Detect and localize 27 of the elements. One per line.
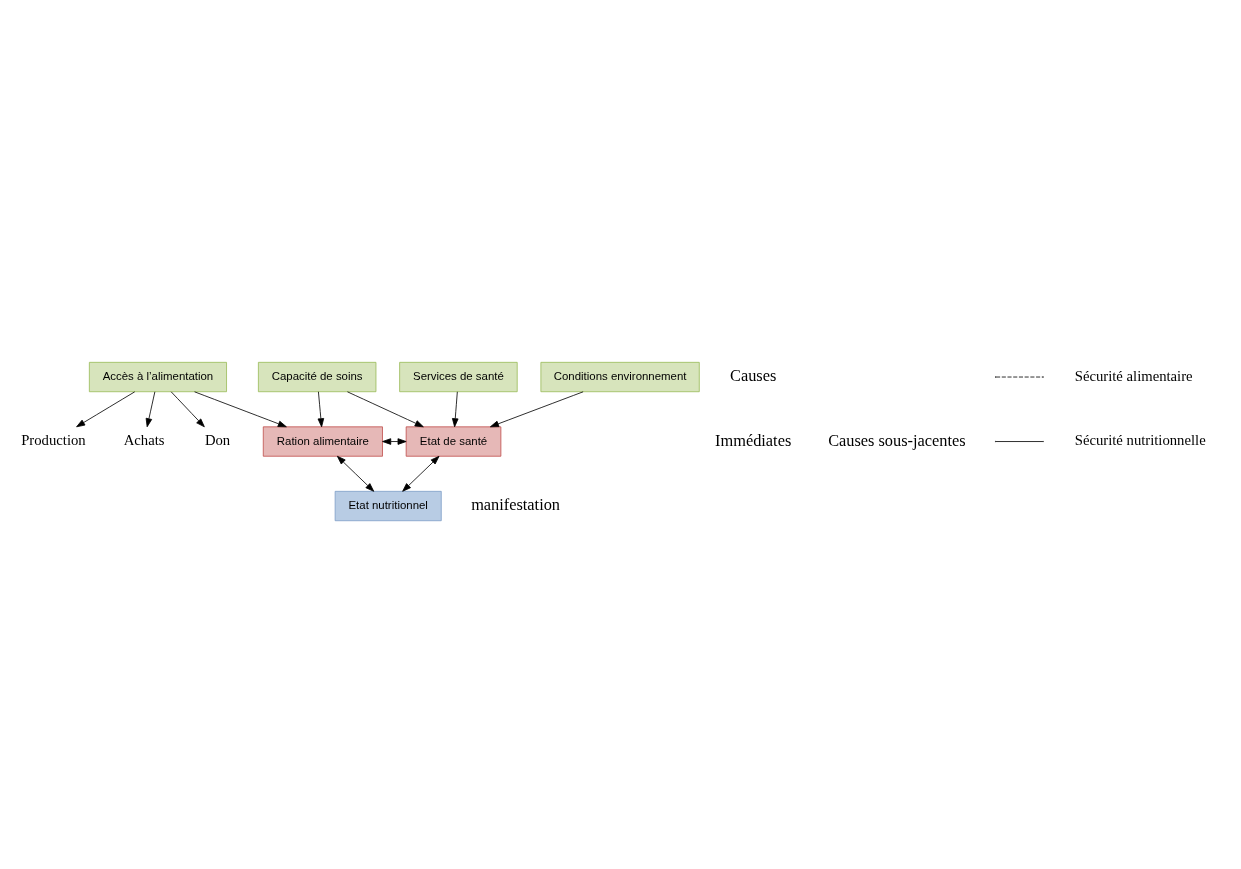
node-box: Accès à l’alimentation	[88, 361, 227, 392]
legend-label: Sécurité nutritionnelle	[1074, 431, 1206, 448]
label: Causes	[730, 365, 777, 385]
arrow	[402, 455, 440, 492]
node-text: Don	[204, 431, 231, 448]
arrow	[336, 455, 375, 492]
arrow	[347, 390, 424, 427]
node-box: Etat nutritionnel	[334, 490, 442, 521]
label: Immédiates	[715, 430, 792, 450]
arrow	[145, 390, 156, 427]
label: Causes sous-jacentes	[828, 430, 966, 450]
node-box: Conditions environnement	[540, 361, 700, 392]
node-text: Achats	[123, 431, 165, 448]
arrow	[452, 390, 459, 427]
arrow	[317, 390, 325, 427]
node-box: Services de santé	[399, 361, 518, 392]
node-box: Ration alimentaire	[262, 425, 383, 457]
node-text: Production	[21, 431, 86, 448]
node-box: Capacité de soins	[257, 361, 377, 392]
label: manifestation	[471, 494, 561, 514]
arrow	[170, 390, 205, 427]
arrow	[194, 390, 287, 427]
node-box: Etat de santé	[405, 425, 502, 457]
arrow	[489, 390, 584, 427]
arrow	[76, 390, 136, 427]
arrow	[382, 437, 407, 445]
legend-label: Sécurité alimentaire	[1074, 367, 1193, 384]
